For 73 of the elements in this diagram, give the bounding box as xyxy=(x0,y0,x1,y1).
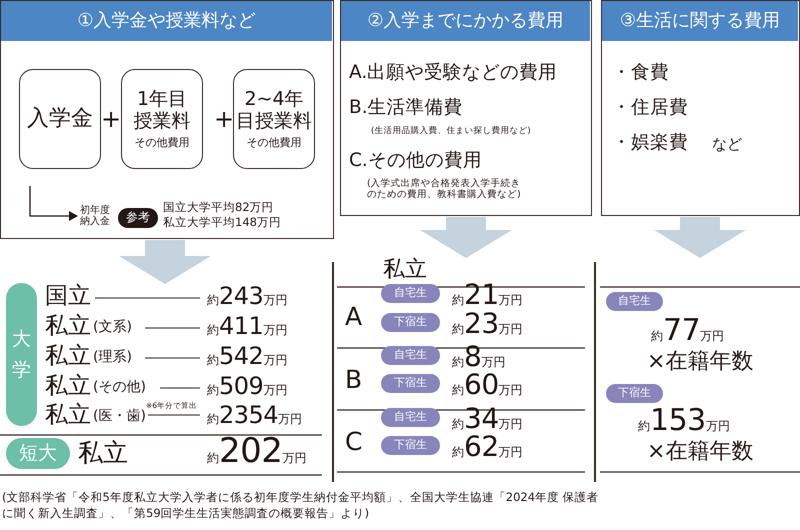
cost-panel xyxy=(601,0,800,216)
item-text: ・食費 xyxy=(612,63,669,82)
status-pill: 自宅生 xyxy=(381,408,440,427)
note-text: (生活用品購入費、住まい探し費用など) xyxy=(371,127,531,136)
status-pill: 下宿生 xyxy=(381,374,440,393)
cost-panel xyxy=(0,0,334,239)
box-subtitle: その他費用 xyxy=(134,136,190,150)
item-text: C.その他の費用 xyxy=(349,151,482,170)
item-text: など xyxy=(712,137,742,153)
reference-badge: 参考 xyxy=(118,208,158,228)
note-text: 国立大学平均82万円 xyxy=(163,201,274,214)
note-text: (入学式出席や合格発表入学手続きのための費用、教科書購入費など) xyxy=(367,179,522,201)
cost-box xyxy=(121,69,203,169)
row-sublabel: (医・歯) xyxy=(93,409,146,424)
row-sublabel: (文系) xyxy=(93,320,132,335)
status-pill: 下宿生 xyxy=(381,436,440,455)
amount: 約62万円 xyxy=(452,433,523,465)
row-sublabel: (理系) xyxy=(93,350,132,365)
amount: 約23万円 xyxy=(452,310,523,342)
status-pill: 自宅生 xyxy=(381,284,440,303)
row-label: 私立 xyxy=(383,258,427,282)
row-label: C xyxy=(345,429,362,456)
multiplier-text: ×在籍年数 xyxy=(647,350,754,374)
amount: 約34万円 xyxy=(452,405,523,435)
multiplier-text: ×在籍年数 xyxy=(647,440,754,464)
block-arrow xyxy=(420,217,512,258)
status-pill: 自宅生 xyxy=(606,292,663,311)
cost-panel xyxy=(340,0,592,216)
amount: 約8万円 xyxy=(452,343,506,373)
box-title: 2~4年目授業料 xyxy=(235,88,313,133)
amount: 約542万円 xyxy=(207,344,288,372)
box-subtitle: その他費用 xyxy=(246,136,302,150)
amount: 約509万円 xyxy=(207,374,288,402)
amount: 約77万円 xyxy=(651,316,724,350)
row-label: 私立 xyxy=(45,344,91,368)
status-pill: 自宅生 xyxy=(381,346,440,365)
amount: 約243万円 xyxy=(207,284,288,312)
block-arrow xyxy=(654,217,746,258)
item-text: A.出願や受験などの費用 xyxy=(349,63,558,82)
panel-heading: ②入学までにかかる費用 xyxy=(341,1,590,41)
item-text: ・住居費 xyxy=(612,98,688,118)
cost-box xyxy=(233,69,315,169)
panel-heading: ①入学金や授業料など xyxy=(1,1,332,41)
amount: 約60万円 xyxy=(452,371,523,403)
block-arrow xyxy=(119,240,211,284)
status-pill: 下宿生 xyxy=(381,313,440,332)
row-label: B xyxy=(345,367,362,394)
panel-heading: ③生活に関する費用 xyxy=(602,1,798,41)
row-label: 私立 xyxy=(45,374,91,398)
row-label: 私立 xyxy=(45,403,91,428)
row-label: 私立 xyxy=(45,314,91,338)
cost-box xyxy=(19,69,101,169)
row-label: 私立 xyxy=(78,440,128,466)
item-text: B.生活準備費 xyxy=(349,98,463,118)
row-label: 国立 xyxy=(45,284,91,308)
item-text: ・娯楽費 xyxy=(612,133,688,152)
arrow xyxy=(29,186,78,221)
row-sublabel: (その他) xyxy=(93,380,146,395)
source-note: (文部科学省「令和5年度私立大学入学者に係る初年度学生納付金平均額」、全国大学生協連「2024年度 保護者に聞く新入生調査」、「第59回学生生活実態調査の概要報告」より) xyxy=(2,489,600,522)
note-text: 初年度納入金 xyxy=(79,204,111,228)
amount: 約2354万円 xyxy=(207,403,302,431)
note-text: 私立大学平均148万円 xyxy=(163,216,281,228)
amount: 約21万円 xyxy=(452,281,523,312)
box-title: 1年目授業料 xyxy=(132,88,192,133)
box-title: 入学金 xyxy=(27,106,93,132)
category-pill: 短大 xyxy=(6,438,70,469)
status-pill: 下宿生 xyxy=(606,384,663,403)
amount: 約202万円 xyxy=(207,434,306,473)
amount: 約411万円 xyxy=(207,314,288,342)
plus-sign: + xyxy=(101,107,122,132)
row-label: A xyxy=(345,304,362,330)
category-pill: 大学 xyxy=(6,283,37,426)
plus-sign: + xyxy=(214,107,234,132)
